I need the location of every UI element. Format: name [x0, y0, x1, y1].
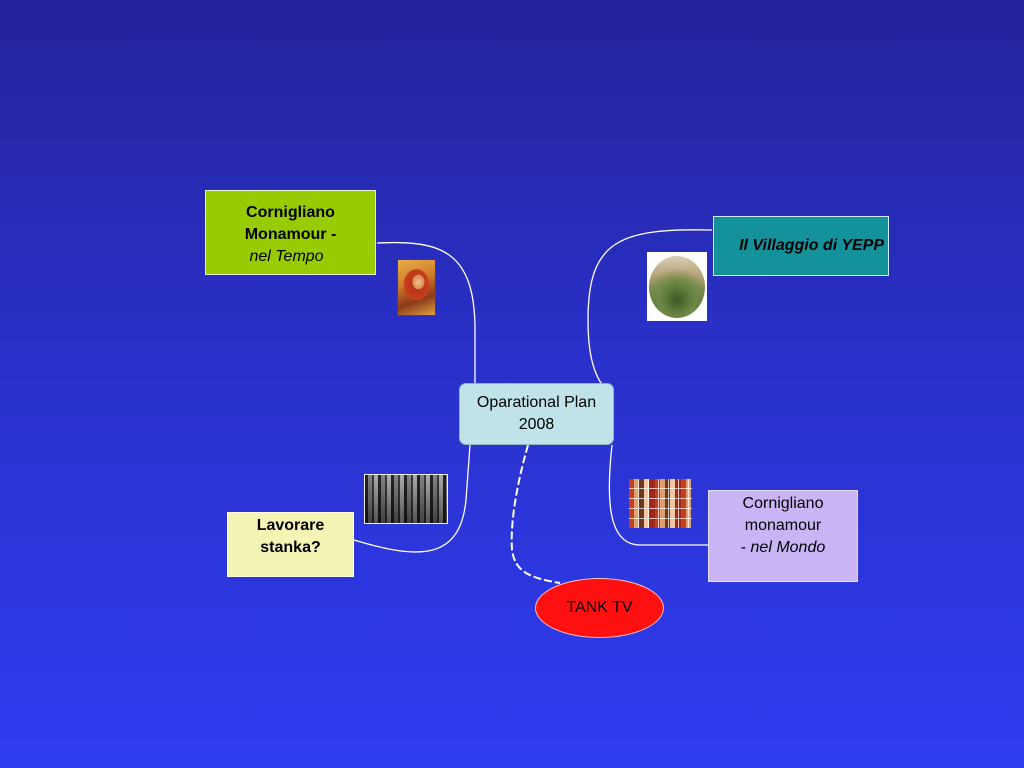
node-mondo-line3-italic: nel Mondo — [750, 539, 826, 556]
node-tempo-line2: Monamour - — [244, 225, 337, 243]
node-tank-tv[interactable]: TANK TV — [535, 578, 664, 638]
node-mondo-line3-prefix: - — [740, 539, 751, 556]
faces-collage-image[interactable] — [629, 479, 692, 528]
node-lavorare-line1: Lavorare — [256, 517, 325, 534]
node-operational-plan[interactable]: Oparational Plan 2008 — [459, 383, 614, 445]
workers-photo-image[interactable] — [364, 474, 448, 524]
connector-lavorare — [353, 444, 471, 553]
connector-tempo — [376, 241, 476, 383]
node-villaggio-yepp[interactable]: Il Villaggio di YEPP — [713, 216, 889, 276]
connector-yepp — [587, 229, 713, 396]
node-cornigliano-tempo[interactable]: Cornigliano Monamour - nel Tempo — [205, 190, 376, 275]
node-tank-label: TANK TV — [566, 599, 633, 616]
node-cornigliano-mondo[interactable]: Cornigliano monamour - nel Mondo — [708, 490, 858, 582]
node-tempo-line1: Cornigliano — [246, 203, 335, 221]
node-tempo-line3: nel Tempo — [249, 247, 324, 265]
node-lavorare-stanka[interactable]: Lavorare stanka? — [227, 512, 354, 577]
village-photo-image[interactable] — [647, 252, 707, 321]
village-photo-circle — [649, 256, 705, 318]
node-mondo-line3: - nel Mondo — [741, 537, 826, 559]
node-mondo-line2: monamour — [744, 517, 822, 534]
connector-tank — [510, 444, 561, 584]
node-center-line2: 2008 — [518, 416, 555, 433]
node-center-line1: Oparational Plan — [476, 394, 597, 411]
node-lavorare-line2: stanka? — [260, 539, 321, 556]
node-yepp-label: Il Villaggio di YEPP — [739, 237, 884, 254]
connector-mondo — [608, 444, 708, 546]
portrait-painting-image[interactable] — [397, 259, 436, 316]
node-mondo-line1: Cornigliano — [742, 495, 824, 512]
